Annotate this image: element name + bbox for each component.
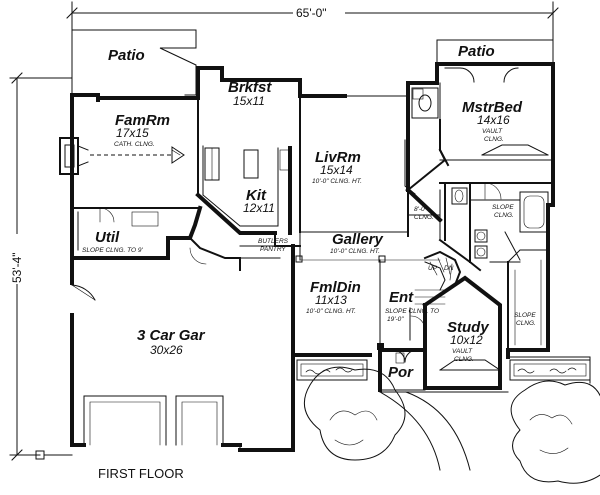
bath-slope-line2: CLNG. bbox=[494, 212, 514, 219]
stair bbox=[414, 250, 462, 305]
floor-caption: FIRST FLOOR bbox=[98, 466, 184, 481]
depth-dimension-line: 53'-4" bbox=[9, 72, 73, 461]
walk-in-closet bbox=[507, 249, 549, 351]
hall-clng-line2: CLNG. bbox=[414, 214, 434, 221]
butlers-line2: PANTRY bbox=[260, 246, 286, 253]
width-dimension-text: 65'-0" bbox=[296, 6, 327, 20]
mstrbed-label: MstrBed bbox=[462, 99, 523, 116]
pantry-walls bbox=[188, 236, 281, 271]
brkfst-size: 15x11 bbox=[233, 94, 265, 108]
gar-label: 3 Car Gar bbox=[137, 327, 206, 344]
planter-left bbox=[296, 359, 368, 381]
study-size: 10x12 bbox=[450, 333, 483, 347]
butlers-line1: BUTLERS bbox=[258, 238, 289, 245]
master-bed-walls bbox=[438, 67, 554, 167]
famrm-label: FamRm bbox=[115, 112, 170, 129]
wic-slope-line2: CLNG. bbox=[516, 320, 536, 327]
ceiling-arrow bbox=[90, 146, 185, 164]
brkfst-label: Brkfst bbox=[228, 79, 272, 96]
stair-dn: DN bbox=[444, 265, 454, 272]
ent-note1: SLOPE CLNG. TO bbox=[385, 308, 439, 315]
fmldin-note: 10'-0" CLNG. HT. bbox=[306, 308, 356, 315]
fireplace bbox=[59, 137, 89, 175]
kitchen-walls bbox=[195, 97, 301, 247]
patio-right-outline bbox=[436, 39, 554, 63]
stair-up: UP bbox=[428, 265, 438, 272]
depth-dimension-text: 53'-4" bbox=[10, 252, 24, 283]
study-walls bbox=[409, 275, 502, 390]
corner-marker bbox=[35, 450, 73, 460]
famrm-size: 17x15 bbox=[116, 126, 149, 140]
study-label: Study bbox=[447, 319, 489, 336]
tree-left bbox=[303, 366, 406, 461]
livrm-label: LivRm bbox=[315, 149, 361, 166]
gallery-label: Gallery bbox=[332, 231, 384, 248]
patio-right-label: Patio bbox=[458, 43, 495, 60]
study-note2: CLNG. bbox=[454, 356, 474, 363]
gar-size: 30x26 bbox=[150, 343, 183, 357]
patio-left-label: Patio bbox=[108, 47, 145, 64]
bathroom-upper bbox=[411, 87, 439, 119]
livrm-size: 15x14 bbox=[320, 163, 353, 177]
ent-label: Ent bbox=[389, 289, 414, 306]
master-bath bbox=[439, 182, 554, 263]
mstrbed-note1: VAULT bbox=[482, 128, 503, 135]
util-note: SLOPE CLNG. TO 9' bbox=[82, 247, 143, 254]
por-label: Por bbox=[388, 364, 414, 381]
gallery-note: 10'-0" CLNG. HT. bbox=[330, 248, 380, 255]
garage-side-door bbox=[69, 284, 96, 313]
hall-closets bbox=[407, 189, 482, 272]
width-dimension-line: 65'-0" bbox=[66, 1, 559, 41]
entry-porch bbox=[378, 348, 509, 471]
livrm-note: 10'-0" CLNG. HT. bbox=[312, 178, 362, 185]
fmldin-label: FmlDin bbox=[310, 279, 361, 296]
hall-clng-line1: 8'-0" bbox=[414, 206, 428, 213]
ent-note2: 19'-0" bbox=[387, 316, 404, 323]
fmldin-size: 11x13 bbox=[315, 293, 347, 307]
study-note1: VAULT bbox=[452, 348, 473, 355]
bath-slope-line1: SLOPE bbox=[492, 204, 514, 211]
central-walls bbox=[291, 231, 441, 357]
wic-slope-line1: SLOPE bbox=[514, 312, 536, 319]
util-label: Util bbox=[95, 229, 120, 246]
tree-right bbox=[510, 380, 600, 484]
planter-right bbox=[507, 356, 591, 384]
kit-label: Kit bbox=[246, 187, 267, 204]
mstrbed-note2: CLNG. bbox=[484, 136, 504, 143]
mstrbed-size: 14x16 bbox=[477, 113, 510, 127]
kit-size: 12x11 bbox=[243, 201, 275, 215]
famrm-note: CATH. CLNG. bbox=[114, 141, 155, 148]
garage-doors bbox=[83, 395, 224, 446]
